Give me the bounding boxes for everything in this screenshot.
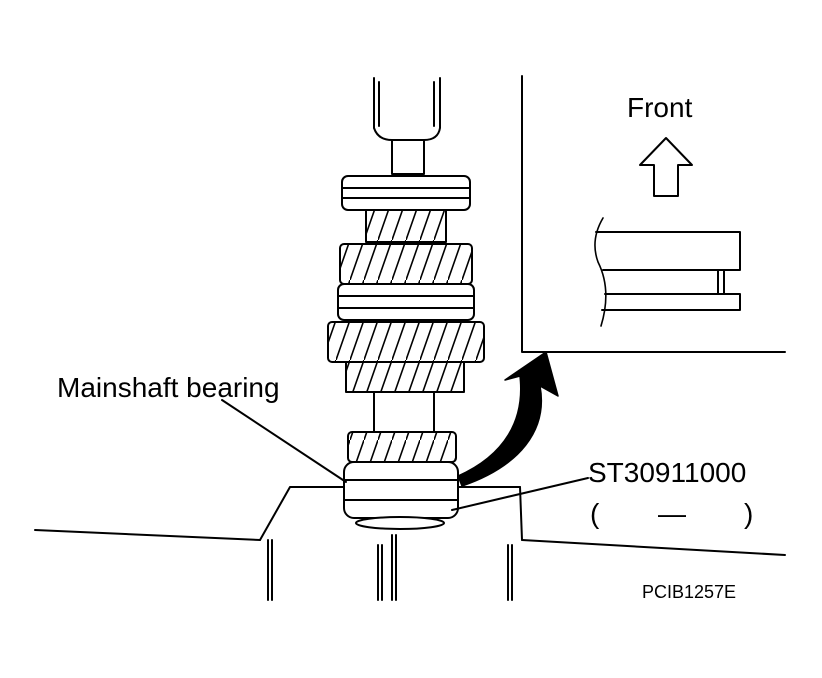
curved-arrow-icon [458,352,558,486]
tool-number-label: ST30911000 [588,457,747,488]
bearing-leader-line [222,400,346,482]
front-label: Front [627,92,693,123]
tool-dash: — [658,498,686,529]
figure-code: PCIB1257E [642,582,737,602]
front-arrow-icon [640,138,692,196]
tool-paren-open: ( [590,498,600,529]
press-ram [374,78,440,174]
inset-detail [522,76,785,352]
mainshaft-bearing-label: Mainshaft bearing [57,372,280,403]
tool-paren-close: ) [744,498,754,529]
transmission-housing [35,487,785,600]
tool-leader-line [452,478,588,510]
mainshaft-assembly [328,176,484,462]
mainshaft-bearing [344,462,458,529]
